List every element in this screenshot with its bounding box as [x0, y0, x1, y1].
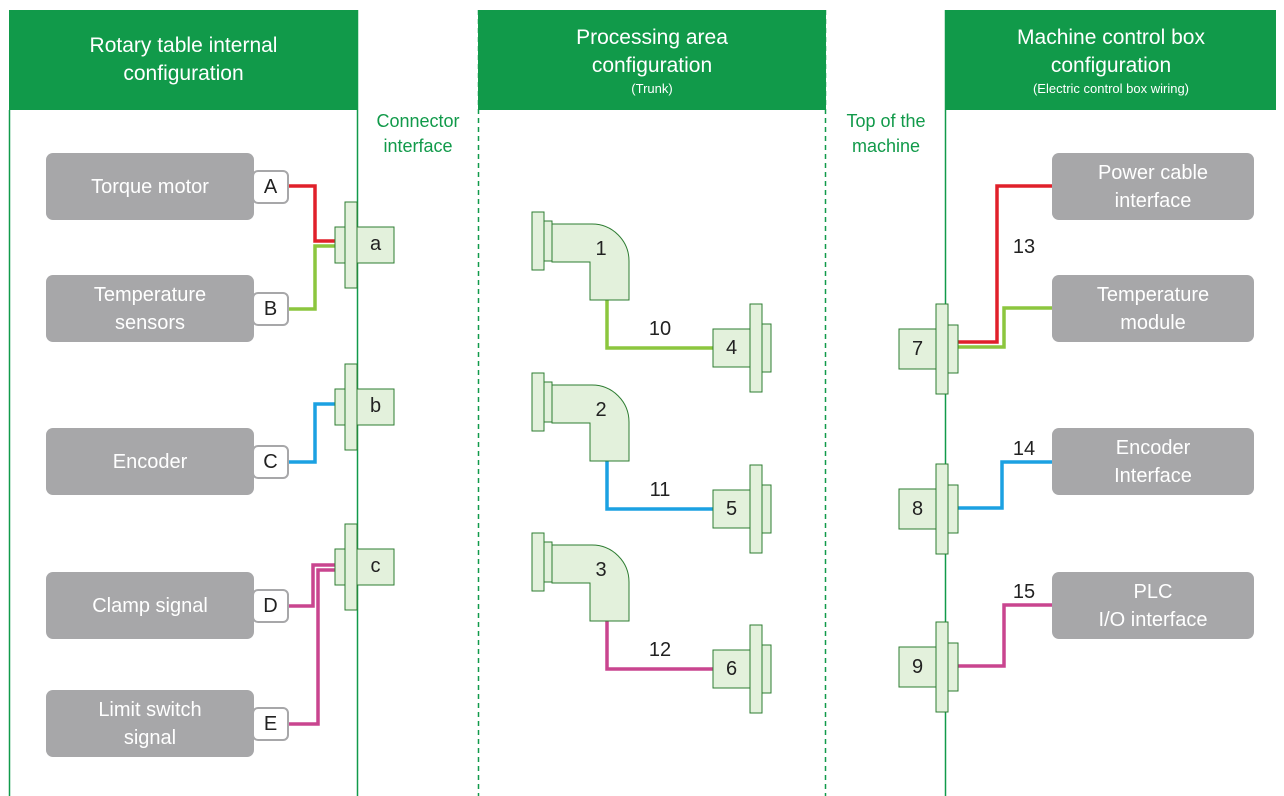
end-4-label: 4: [725, 337, 738, 359]
control-title-line1: Machine control box: [1017, 25, 1205, 49]
cable-15-label: 15: [1012, 581, 1036, 603]
interface-encoder-line2: Interface: [1114, 464, 1192, 487]
elbow-connector-1: [531, 211, 630, 301]
processing-subtitle: (Trunk): [631, 80, 673, 96]
control-connector-8: [898, 463, 959, 555]
control-9-label: 9: [911, 656, 924, 678]
cable-11-label: 11: [649, 479, 671, 501]
connector-label-line2: interface: [383, 136, 453, 156]
interface-power-line2: interface: [1114, 189, 1192, 212]
wire-a-red: [289, 184, 337, 243]
control-7-label: 7: [911, 338, 924, 360]
connector-label-line1: Connector: [376, 111, 460, 131]
cable-10-label: 10: [648, 318, 672, 340]
limit-switch-box: Limit switch signal: [46, 690, 254, 757]
elbow-connector-3: [531, 532, 630, 622]
component-d-line1: Clamp signal: [92, 594, 208, 617]
temperature-sensors-box: Temperature sensors: [46, 275, 254, 342]
control-connector-7: [898, 303, 959, 395]
end-connector-5: [712, 464, 772, 554]
power-cable-interface-box: Power cable interface: [1052, 153, 1254, 220]
temperature-module-box: Temperature module: [1052, 275, 1254, 342]
cable-14-blue: [958, 460, 1052, 510]
component-b-line2: sensors: [114, 311, 186, 334]
interface-power-line1: Power cable: [1097, 161, 1209, 184]
control-subtitle: (Electric control box wiring): [1032, 80, 1190, 96]
component-a-line1: Torque motor: [91, 175, 209, 198]
cable-12-label: 12: [648, 639, 672, 661]
encoder-box: Encoder: [46, 428, 254, 495]
cable-13-red: [958, 184, 1052, 344]
elbow-2-label: 2: [595, 399, 607, 421]
elbow-3-label: 3: [595, 559, 607, 581]
connector-interface-label: Connector interface: [358, 109, 478, 159]
component-c-line1: Encoder: [112, 450, 188, 473]
top-label-line1: Top of the: [846, 111, 926, 131]
elbow-1-label: 1: [595, 238, 607, 260]
component-b-line1: Temperature: [93, 283, 207, 306]
control-header: Machine control box configuration (Elect…: [946, 10, 1276, 110]
connector-b: [334, 363, 395, 451]
wire-c-blue: [289, 402, 337, 464]
end-6-label: 6: [725, 658, 738, 680]
control-connector-9: [898, 621, 959, 713]
label-b: B: [252, 292, 289, 326]
cable-14-label: 14: [1012, 438, 1036, 460]
component-e-line2: signal: [123, 726, 177, 749]
end-connector-4: [712, 303, 772, 393]
wire-b-green: [289, 244, 337, 311]
interface-plc-line2: I/O interface: [1098, 608, 1208, 631]
processing-header: Processing area configuration (Trunk): [478, 10, 826, 110]
cable-temperature-green: [958, 306, 1052, 349]
clamp-signal-box: Clamp signal: [46, 572, 254, 639]
elbow-connector-2: [531, 372, 630, 462]
connector-a-label: a: [369, 233, 382, 255]
processing-title-line2: configuration: [591, 53, 713, 77]
wire-e-magenta: [289, 568, 337, 726]
label-a: A: [252, 170, 289, 204]
cable-15-magenta: [958, 603, 1052, 668]
interface-encoder-line1: Encoder: [1115, 436, 1191, 459]
connector-c-label: c: [370, 555, 381, 577]
end-5-label: 5: [725, 498, 738, 520]
cable-13-label: 13: [1012, 236, 1036, 258]
rotary-header: Rotary table internal configuration: [9, 10, 358, 110]
interface-temp-line1: Temperature: [1096, 283, 1210, 306]
component-e-line1: Limit switch: [98, 698, 202, 721]
end-connector-6: [712, 624, 772, 714]
control-8-label: 8: [911, 498, 924, 520]
torque-motor-box: Torque motor: [46, 153, 254, 220]
control-title-line2: configuration: [1050, 53, 1172, 77]
connector-b-label: b: [369, 395, 382, 417]
top-label-line2: machine: [851, 136, 921, 156]
cable-12-magenta: [605, 620, 714, 671]
top-of-machine-label: Top of the machine: [826, 109, 946, 159]
connector-c: [334, 523, 395, 611]
interface-plc-line1: PLC: [1133, 580, 1173, 603]
cable-10-green: [605, 299, 714, 350]
label-c: C: [252, 445, 289, 479]
label-e: E: [252, 707, 289, 741]
interface-temp-line2: module: [1120, 311, 1186, 334]
cable-11-blue: [605, 460, 714, 511]
processing-title-line1: Processing area: [576, 25, 728, 49]
rotary-title-line1: Rotary table internal: [89, 34, 278, 57]
rotary-title-line2: configuration: [123, 62, 244, 85]
label-d: D: [252, 589, 289, 623]
connector-a: [334, 201, 395, 289]
wire-d-magenta: [289, 563, 337, 608]
plc-io-interface-box: PLC I/O interface: [1052, 572, 1254, 639]
